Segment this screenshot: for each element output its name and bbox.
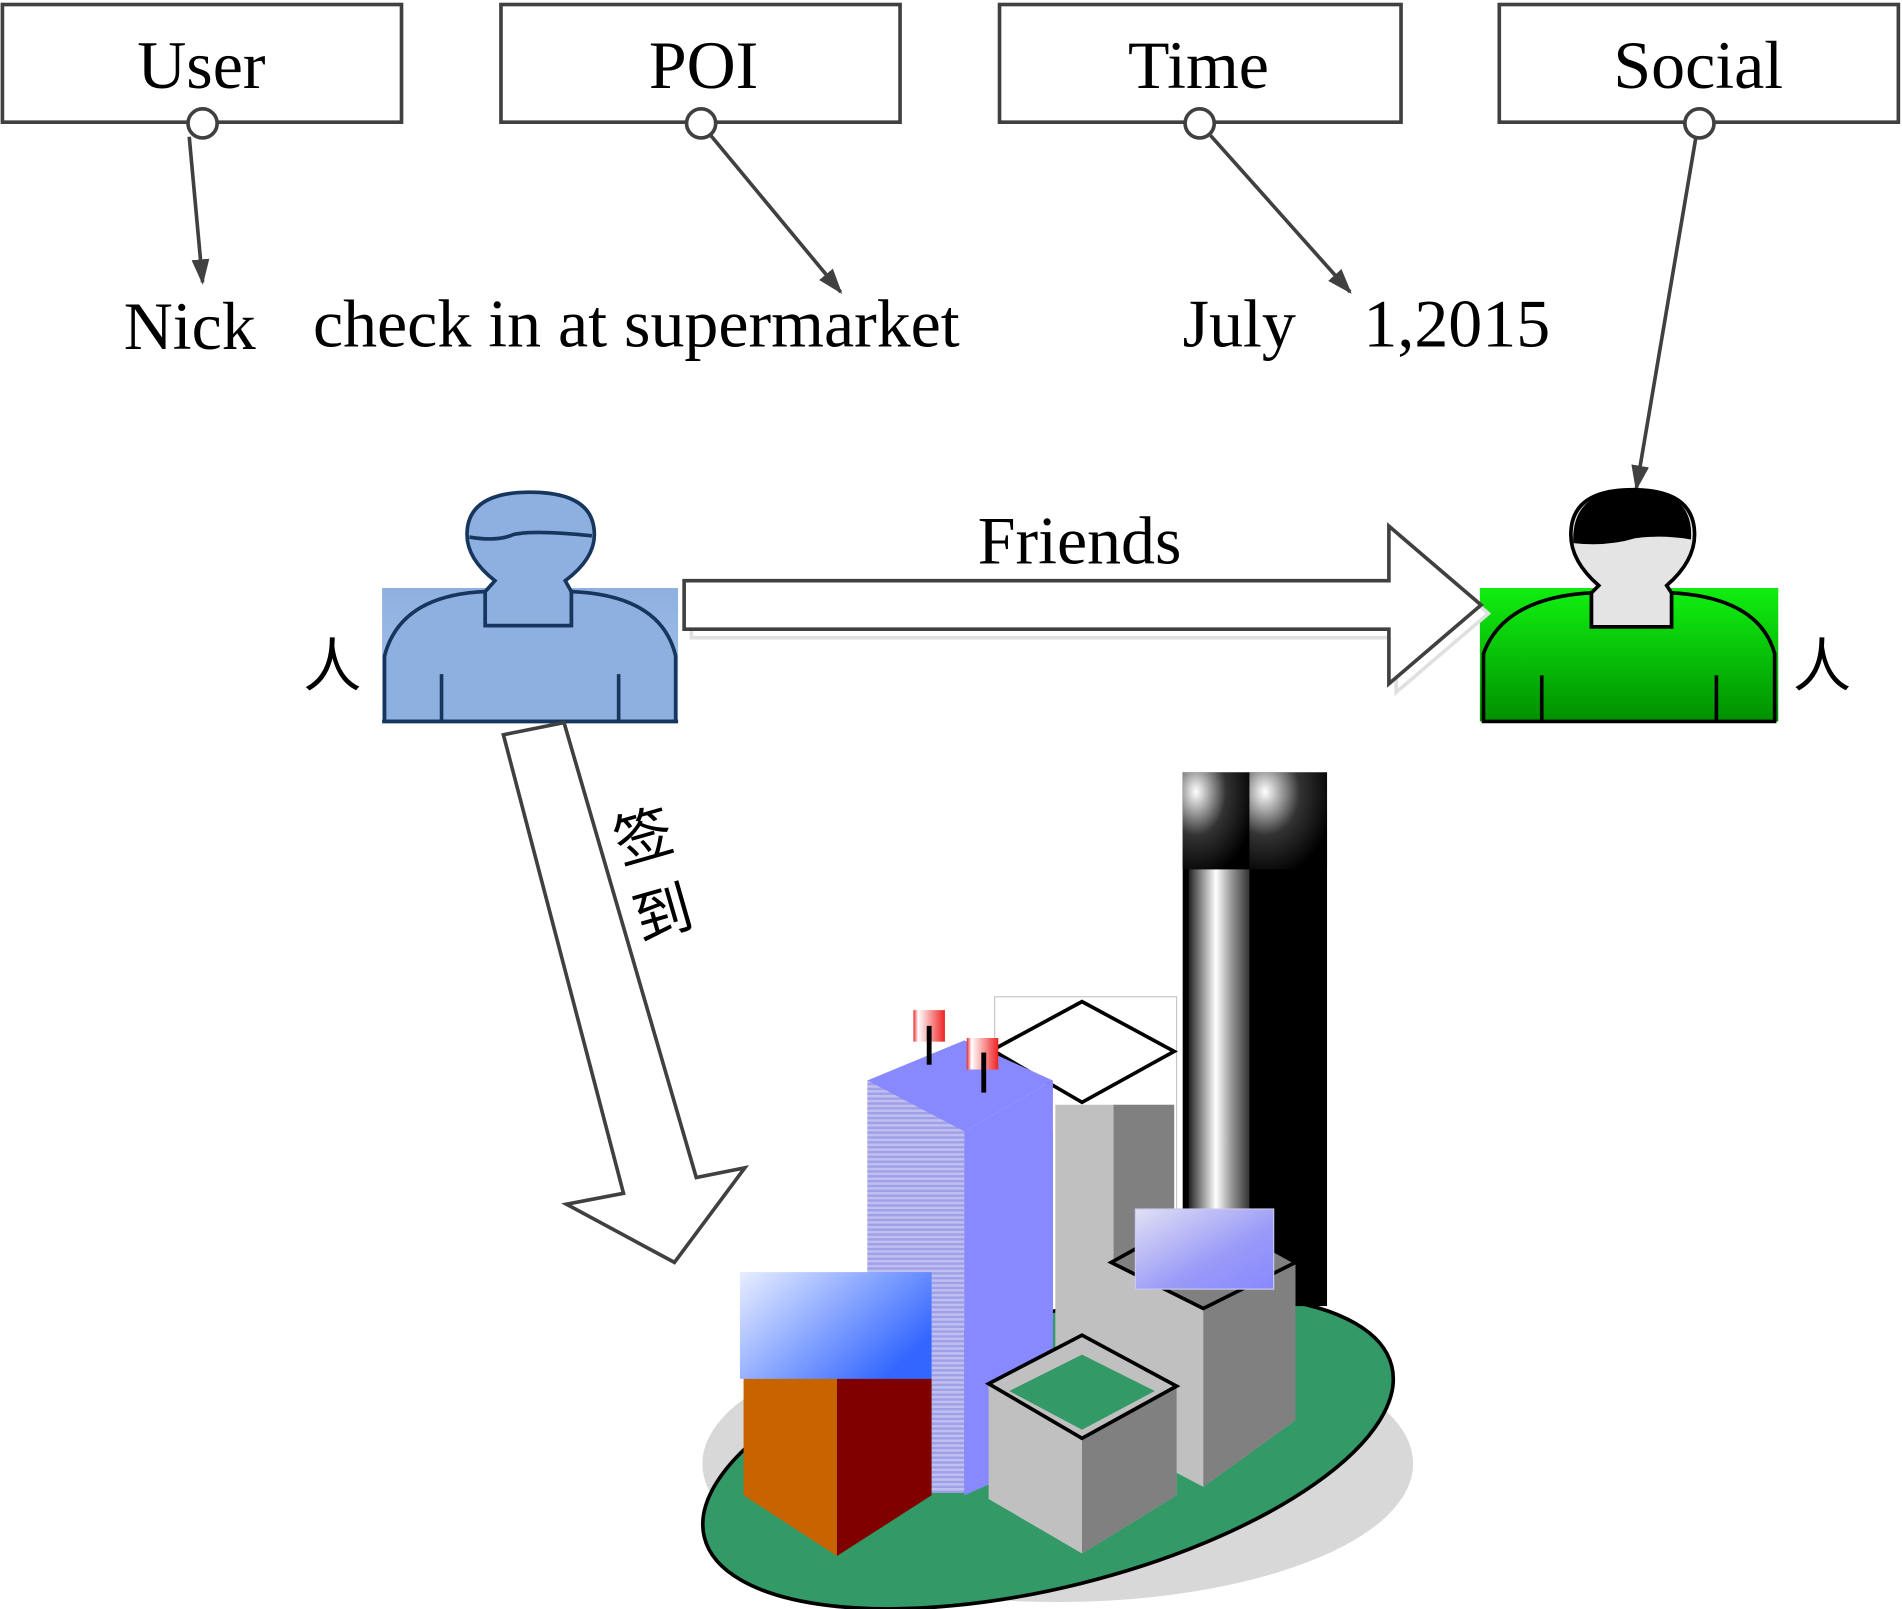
category-label-poi: POI: [649, 27, 758, 103]
checkin-label-char-1: 签: [606, 797, 681, 878]
sentence-date-rest: 1,2015: [1363, 286, 1550, 362]
friends-label: Friends: [978, 503, 1182, 579]
category-label-time: Time: [1128, 27, 1269, 103]
connector-port: [1183, 107, 1217, 140]
category-label-user: User: [137, 27, 266, 103]
arrow-user-to-nick: [187, 136, 210, 285]
arrow-time-to-date: [1209, 134, 1352, 294]
arrow-social-to-friend: [1631, 137, 1698, 492]
supermarket-city-icon: [700, 772, 1414, 1609]
checkin-arrow: [501, 720, 750, 1265]
category-box-time: Time: [997, 2, 1403, 140]
right-person-label: 人: [1793, 632, 1851, 700]
category-box-poi: POI: [499, 2, 902, 140]
category-box-user: User: [0, 2, 404, 140]
sentence-action: check in at supermarket: [313, 286, 960, 362]
left-person-label: 人: [303, 632, 361, 700]
category-box-social: Social: [1497, 2, 1901, 140]
arrow-poi-to-supermarket: [709, 134, 843, 294]
connector-port: [186, 107, 219, 140]
user-person-icon: [382, 490, 679, 724]
friends-arrow: [682, 522, 1484, 688]
category-label-social: Social: [1613, 27, 1783, 103]
connector-port: [684, 107, 718, 140]
checkin-label-char-2: 到: [626, 873, 701, 954]
sentence-subject: Nick: [124, 288, 256, 364]
sentence-date-month: July: [1183, 286, 1296, 362]
connector-port: [1683, 107, 1716, 140]
friend-person-icon: [1479, 487, 1779, 724]
